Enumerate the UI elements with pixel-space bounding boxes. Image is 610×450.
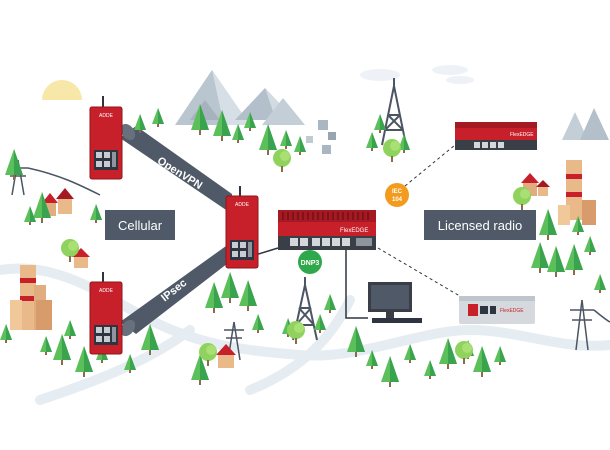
gateway-main: FlexEDGE (278, 210, 376, 250)
rock-decor (306, 120, 336, 154)
iec104-badge-line2: 104 (392, 197, 403, 203)
house-icon (72, 248, 90, 268)
cloud-decor (360, 65, 474, 84)
router-left-top-brand: ADDE (99, 113, 114, 119)
cellular-label-text: Cellular (118, 218, 163, 233)
dnp3-badge: DNP3 (298, 250, 322, 274)
iec104-badge: IEC 104 (385, 183, 409, 207)
mountain-icon (562, 108, 609, 140)
gateway-main-brand: FlexEDGE (340, 228, 368, 234)
router-center: ADDE (225, 186, 259, 269)
licensed-radio-label-text: Licensed radio (438, 218, 523, 233)
iec104-badge-line1: IEC (392, 189, 403, 195)
mountain-icon (175, 70, 305, 125)
house-icon (216, 344, 236, 368)
radio-links (377, 144, 471, 303)
cellular-label: Cellular (105, 210, 175, 240)
chimney-icon (558, 160, 596, 225)
router-left-bottom-brand: ADDE (99, 288, 114, 294)
power-pylon-icon (224, 321, 244, 361)
edge-box: FlexEDGE (459, 296, 535, 324)
chimney-icon (10, 265, 52, 330)
power-pylon-icon (570, 299, 610, 351)
sun-icon (42, 80, 82, 100)
desktop-computer-icon (368, 282, 422, 323)
router-center-brand: ADDE (235, 202, 250, 208)
licensed-radio-label: Licensed radio (424, 210, 536, 240)
router-left-top: ADDE (89, 96, 123, 180)
dnp3-badge-text: DNP3 (301, 260, 320, 267)
radio-tower-icon (381, 78, 407, 146)
gateway-radio: FlexEDGE (455, 122, 537, 150)
gateway-radio-brand: FlexEDGE (510, 132, 534, 138)
edge-box-brand: FlexEDGE (500, 308, 524, 314)
router-left-bottom: ADDE (89, 272, 123, 355)
power-pylon-icon (8, 159, 101, 196)
